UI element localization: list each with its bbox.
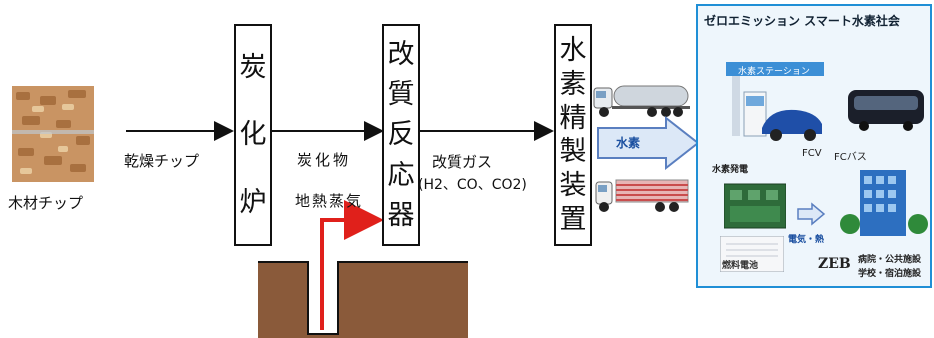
reformer-char-1: 改 bbox=[387, 38, 415, 70]
tube-trailer-image bbox=[595, 179, 689, 212]
fuel-cell-label: 燃料電池 bbox=[722, 261, 759, 271]
zeb-building-image bbox=[840, 170, 928, 236]
reformer-char-4: 応 bbox=[387, 159, 415, 191]
fuel-cell-image bbox=[720, 236, 784, 272]
carbonizer-char-3: 炉 bbox=[239, 186, 267, 218]
reformed-gas-label: 改質ガス bbox=[432, 153, 493, 171]
carbonizer-char-1: 炭 bbox=[239, 52, 267, 84]
facilities-label-1: 病院・公共施設 bbox=[858, 255, 922, 265]
purifier-char-6: 置 bbox=[559, 203, 587, 235]
facilities-label-2: 学校・宿泊施設 bbox=[858, 269, 922, 279]
geothermal-steam-arrow bbox=[320, 200, 384, 330]
char-label: 炭化物 bbox=[297, 151, 352, 169]
purifier-char-4: 製 bbox=[559, 136, 587, 168]
hydrogen-arrow bbox=[597, 116, 700, 170]
reformer-char-5: 器 bbox=[387, 200, 415, 232]
zero-emission-panel: ゼロエミッション スマート水素社会 水素ステーション FCV FCバス 水素発電… bbox=[696, 4, 932, 288]
wood-chip-label: 木材チップ bbox=[8, 194, 84, 212]
reformer-char-3: 反 bbox=[387, 119, 415, 151]
elec-heat-label: 電気・熱 bbox=[788, 235, 825, 245]
hydrogen-arrow-label: 水素 bbox=[616, 136, 641, 150]
tanker-truck-image bbox=[593, 85, 690, 117]
carbonizer-char-2: 化 bbox=[239, 119, 267, 151]
ground-shape bbox=[258, 262, 468, 338]
fc-bus-image bbox=[848, 90, 924, 131]
dry-chip-label: 乾燥チップ bbox=[124, 152, 200, 170]
reformer-char-2: 質 bbox=[387, 79, 415, 111]
panel-title: ゼロエミッション スマート水素社会 bbox=[704, 14, 900, 28]
hydrogen-station-image bbox=[726, 62, 824, 141]
h2-power-gen-label: 水素発電 bbox=[712, 165, 749, 175]
fcv-label: FCV bbox=[802, 148, 822, 159]
geo-steam-label: 地熱蒸気 bbox=[295, 192, 364, 210]
carbonizer-box: 炭 化 炉 bbox=[234, 24, 272, 246]
fc-bus-label: FCバス bbox=[834, 152, 867, 163]
wood-chip-image bbox=[12, 86, 94, 182]
purifier-char-1: 水 bbox=[559, 35, 587, 67]
elec-heat-arrow bbox=[797, 202, 826, 226]
zeb-label: ZEB bbox=[818, 256, 851, 272]
generator-image bbox=[724, 183, 786, 229]
hydrogen-purifier-box: 水 素 精 製 装 置 bbox=[554, 24, 592, 246]
purifier-char-2: 素 bbox=[559, 68, 587, 100]
reformer-box: 改 質 反 応 器 bbox=[382, 24, 420, 246]
station-sign: 水素ステーション bbox=[738, 67, 810, 77]
reformed-gas-components: (H2、CO、CO2) bbox=[418, 177, 527, 193]
purifier-char-3: 精 bbox=[559, 102, 587, 134]
purifier-char-5: 装 bbox=[559, 169, 587, 201]
